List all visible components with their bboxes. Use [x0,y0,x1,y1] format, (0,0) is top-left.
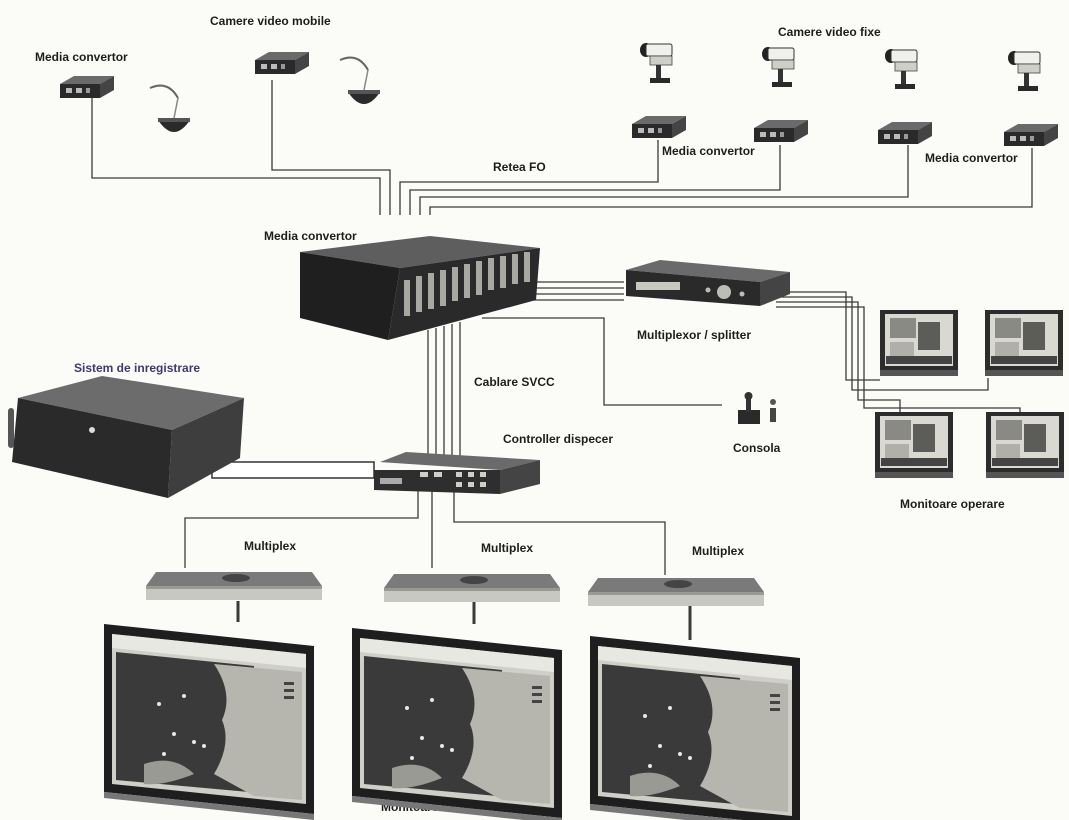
media-convertor-icon [255,52,309,74]
fixed-camera-icon [885,49,917,89]
fixed-camera-icon [762,47,794,87]
rack-convertor-icon [300,236,540,340]
mobile-camera-icon [150,86,190,132]
fixed-camera-icon [1008,51,1040,91]
recording-cable [212,462,374,478]
media-convertor-icon [754,120,808,142]
joystick-icon [738,392,776,424]
tactical-map-monitor-icon [352,628,562,820]
dvr-icon [8,376,244,498]
tactical-map-monitor-icon [104,624,314,820]
multiplex-device-icon [384,574,560,602]
tactical-map-monitor-icon [590,636,800,820]
operation-monitor-icon [880,310,958,376]
media-convertor-icon [60,76,114,98]
multiplex-device-icon [588,578,764,606]
operation-monitor-icon [986,412,1064,478]
operation-monitor-icon [875,412,953,478]
multiplexor-icon [626,260,790,306]
media-convertor-icon [878,122,932,144]
mobile-camera-icon [340,58,380,104]
operation-monitor-icon [985,310,1063,376]
media-convertor-icon [1004,124,1058,146]
multiplex-device-icon [146,572,322,600]
fixed-camera-icon [640,43,672,83]
media-convertor-icon [632,116,686,138]
controller-icon [374,452,540,494]
